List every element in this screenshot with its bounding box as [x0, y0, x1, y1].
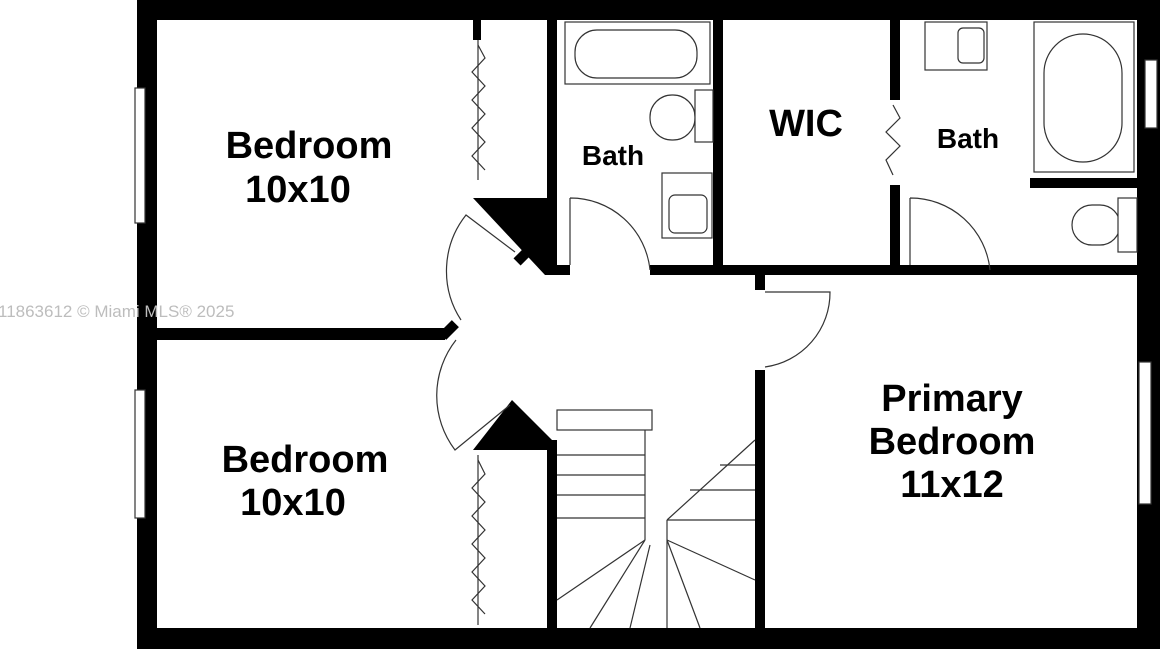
room-size-bedroom-2: 10x10 [240, 482, 346, 524]
doors [436, 40, 991, 625]
stairs [556, 409, 756, 629]
fixtures [564, 21, 1138, 253]
room-label-bedroom-2: Bedroom [222, 439, 389, 481]
room-label-bath-1: Bath [582, 140, 644, 171]
room-size-bedroom-1: 10x10 [245, 169, 351, 211]
room-label-primary: Primary [881, 378, 1023, 420]
watermark: 11863612 © Miami MLS® 2025 [0, 302, 234, 321]
room-size-primary: 11x12 [900, 464, 1004, 506]
room-label-primary-bedroom: Bedroom [869, 421, 1036, 463]
room-label-bedroom-1: Bedroom [226, 125, 393, 167]
room-labels: Bedroom 10x10 Bedroom 10x10 Bath WIC Bat… [222, 103, 1036, 524]
windows [134, 59, 1158, 519]
room-label-wic: WIC [769, 103, 843, 145]
room-label-bath-2: Bath [937, 123, 999, 154]
